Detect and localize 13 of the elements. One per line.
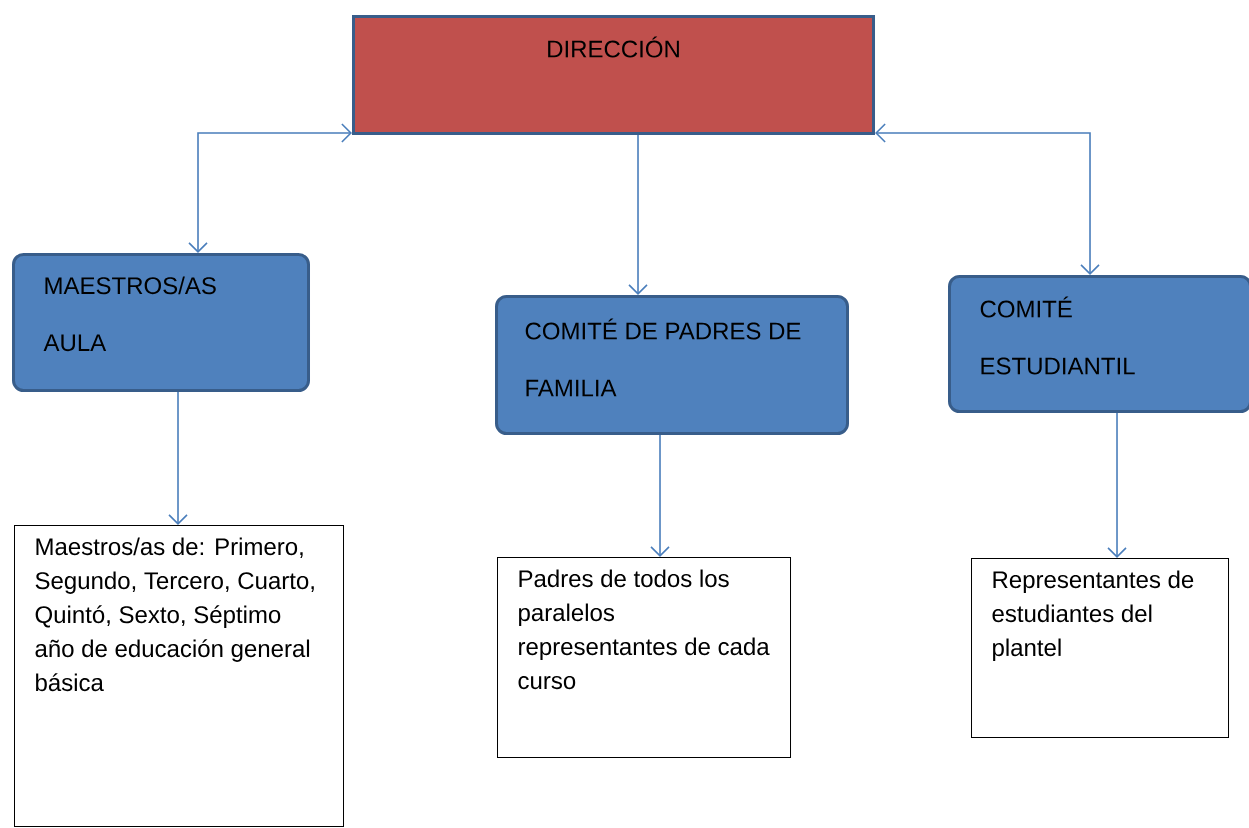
arrow [188,123,352,253]
member-box: Padres de todos los paralelos representantes de cada curso [497,557,791,758]
arrow [1107,412,1127,558]
group-box: COMITÉ ESTUDIANTIL [948,275,1249,413]
arrow [168,391,188,525]
group-box: COMITÉ DE PADRES DE FAMILIA [495,295,849,435]
member-box: Maestros/as de: Primero, Segundo, Tercero, Cuarto, Quintó, Sexto, Séptimo año de educación general básica [14,525,344,827]
arrow [628,134,648,295]
arrow [875,123,1100,275]
group-box: MAESTROS/AS AULA [12,253,310,392]
member-box: Representantes de estudiantes del plantel [971,558,1229,738]
title-box: DIRECCIÓN [352,15,875,135]
arrow [650,434,670,557]
